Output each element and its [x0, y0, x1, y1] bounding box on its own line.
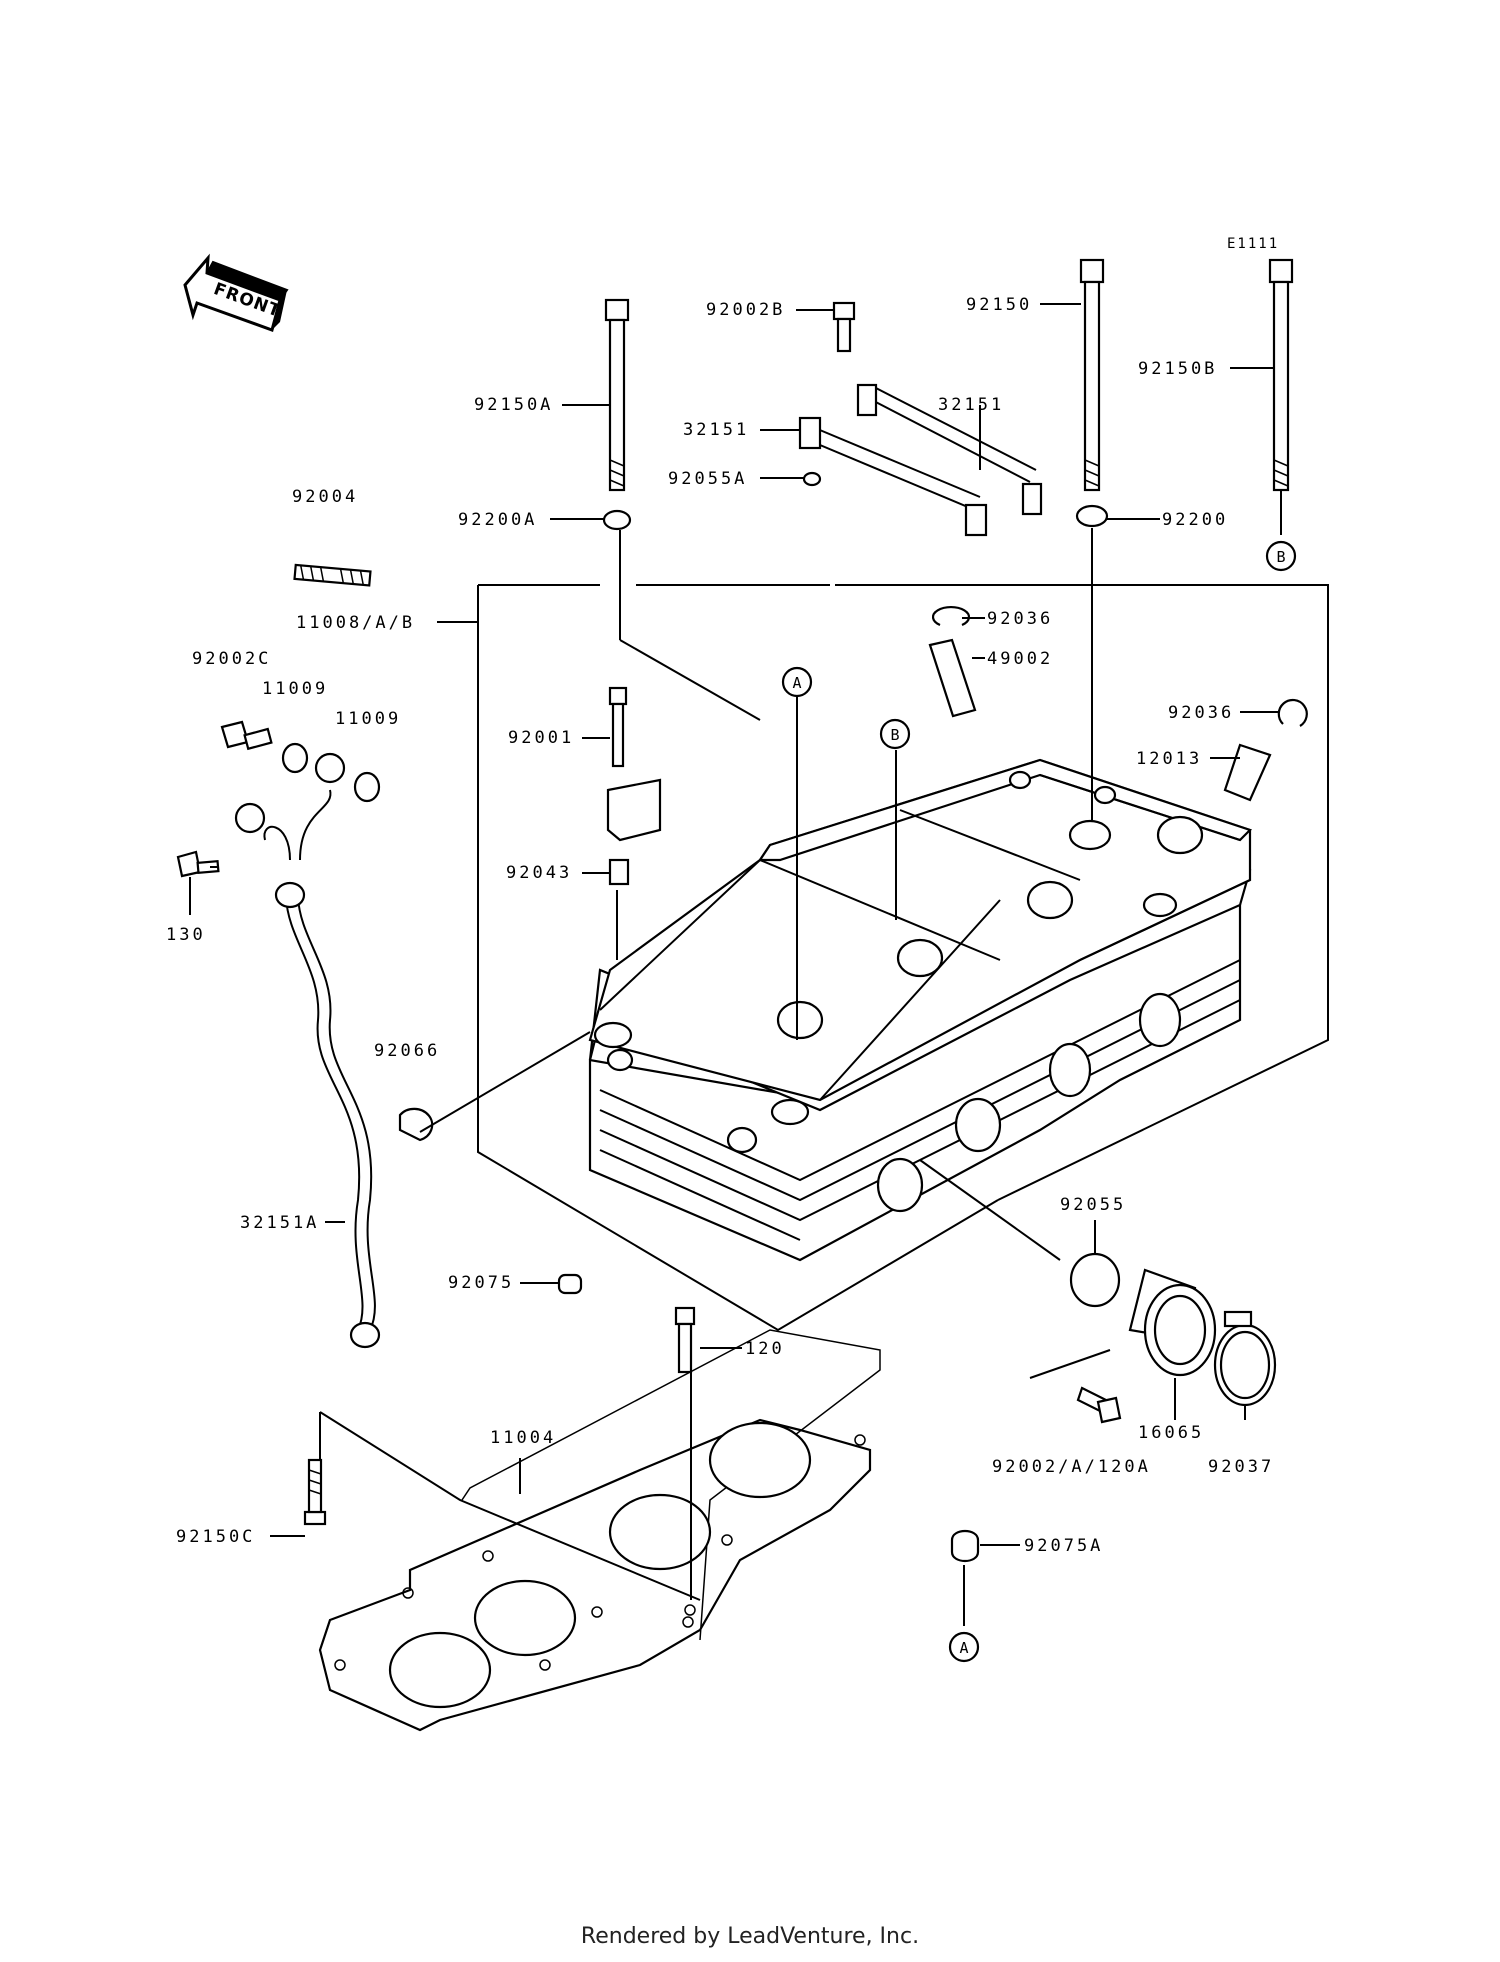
cylinder-head [588, 758, 1253, 1262]
clip-92036-right [1277, 698, 1308, 727]
valve-12013 [1223, 743, 1272, 802]
label-49002: 49002 [987, 649, 1053, 669]
assembly-bracket-lines [477, 584, 1329, 1332]
head-gasket-11004 [318, 1329, 881, 1732]
clamp-92037 [1213, 1310, 1277, 1407]
label-92002B: 92002B [706, 300, 785, 320]
clip-92036-top [931, 605, 971, 627]
valve-guide-49002 [928, 638, 977, 718]
callout-A-top: A [781, 666, 813, 698]
o-ring-92055A [802, 471, 822, 487]
label-12013: 12013 [1136, 749, 1202, 769]
callout-B-top-label: B [890, 726, 899, 744]
label-92001: 92001 [508, 728, 574, 748]
leader-lines [189, 303, 1282, 1626]
label-11008AB: 11008/A/B [296, 613, 415, 633]
callout-A-top-label: A [792, 674, 801, 692]
cap-92075 [557, 1273, 583, 1295]
label-92150B: 92150B [1138, 359, 1217, 379]
bolt-92150C [303, 1458, 327, 1526]
holder-16065 [1128, 1268, 1217, 1377]
label-32151-left: 32151 [683, 420, 749, 440]
label-32151A: 32151A [240, 1213, 319, 1233]
label-92200A: 92200A [458, 510, 537, 530]
callout-A-bottom: A [948, 1631, 980, 1663]
label-120: 120 [745, 1339, 785, 1359]
bolt-92001 [608, 686, 628, 768]
label-92150: 92150 [966, 295, 1032, 315]
label-92036-right: 92036 [1168, 703, 1234, 723]
label-11009-a: 11009 [262, 679, 328, 699]
label-130: 130 [166, 925, 206, 945]
label-92066: 92066 [374, 1041, 440, 1061]
label-16065: 16065 [1138, 1423, 1204, 1443]
washer-92200 [1075, 504, 1109, 528]
callout-B-right: B [1265, 540, 1297, 572]
bolt-92002C [220, 720, 273, 751]
bolt-92150 [1079, 258, 1105, 492]
dowel-92043 [608, 858, 630, 886]
label-11009-b: 11009 [335, 709, 401, 729]
bolt-120 [674, 1306, 696, 1374]
diagram-code: E1111 [1227, 236, 1279, 252]
label-92002A120A: 92002/A/120A [992, 1457, 1151, 1477]
front-arrow-icon: FRONT [183, 253, 289, 332]
oil-pipe-32151 [798, 301, 1043, 537]
label-32151-right: 32151 [938, 395, 1004, 415]
bolt-92150B [1268, 258, 1294, 492]
stud-92004 [293, 563, 372, 587]
label-92075A: 92075A [1024, 1536, 1103, 1556]
callout-A-bottom-label: A [959, 1639, 968, 1657]
washer-11009-b [353, 771, 381, 803]
bolt-92150A [604, 298, 630, 492]
label-92150A: 92150A [474, 395, 553, 415]
dowel-92075A [950, 1529, 980, 1563]
bolt-92002A120A [1076, 1386, 1122, 1424]
o-ring-92055 [1069, 1252, 1121, 1308]
bolt-130 [176, 850, 220, 878]
label-92055: 92055 [1060, 1195, 1126, 1215]
label-92002C: 92002C [192, 649, 271, 669]
label-92055A: 92055A [668, 469, 747, 489]
label-11004: 11004 [490, 1428, 556, 1448]
label-92075: 92075 [448, 1273, 514, 1293]
label-92200: 92200 [1162, 510, 1228, 530]
callout-B-right-label: B [1276, 548, 1285, 566]
cap-block [606, 778, 662, 842]
callout-B-top: B [879, 718, 911, 750]
footer-credit: Rendered by LeadVenture, Inc. [580, 1924, 920, 1949]
label-92043: 92043 [506, 863, 572, 883]
plug-92066 [398, 1107, 434, 1142]
label-92037: 92037 [1208, 1457, 1274, 1477]
washer-11009-a [281, 742, 309, 774]
label-92036-top: 92036 [987, 609, 1053, 629]
label-92004: 92004 [292, 487, 358, 507]
label-92150C: 92150C [176, 1527, 255, 1547]
washer-92200A [602, 509, 632, 531]
oil-line-32151A [234, 752, 381, 1349]
